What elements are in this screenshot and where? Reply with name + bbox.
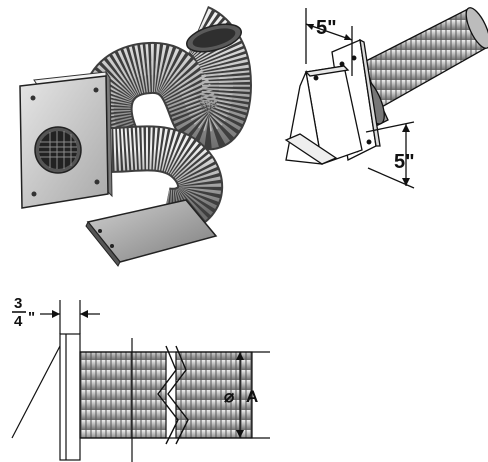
wall-thickness-inch-mark: "	[28, 309, 35, 326]
diameter-dimension	[236, 351, 270, 439]
side-height-label: 5"	[394, 151, 415, 173]
wall-thickness-numerator: 3	[14, 295, 22, 312]
break-mark-left	[157, 345, 179, 445]
vent-kit-photo	[19, 6, 252, 267]
wall-plate-side	[59, 333, 81, 461]
flex-pipe-section-right	[175, 351, 253, 439]
top-width-dimension	[305, 8, 353, 76]
hood-flap-photo	[85, 199, 218, 267]
diameter-label: A	[246, 387, 258, 406]
isometric-assembly-drawing	[284, 7, 488, 189]
hood-edge-line	[11, 345, 61, 439]
side-elevation-drawing	[11, 300, 270, 462]
wall-thickness-denominator: 4	[14, 313, 23, 330]
flex-pipe-section-left	[79, 351, 167, 439]
flexible-pipe-photo	[80, 6, 252, 234]
wall-thickness-dimension	[40, 300, 100, 334]
diameter-symbol: ⌀	[224, 387, 235, 406]
isometric-hood	[284, 65, 363, 165]
wall-plate-photo	[19, 70, 113, 209]
break-mark-right	[167, 345, 189, 445]
side-height-dimension	[365, 121, 415, 189]
top-width-label: 5"	[316, 17, 337, 39]
